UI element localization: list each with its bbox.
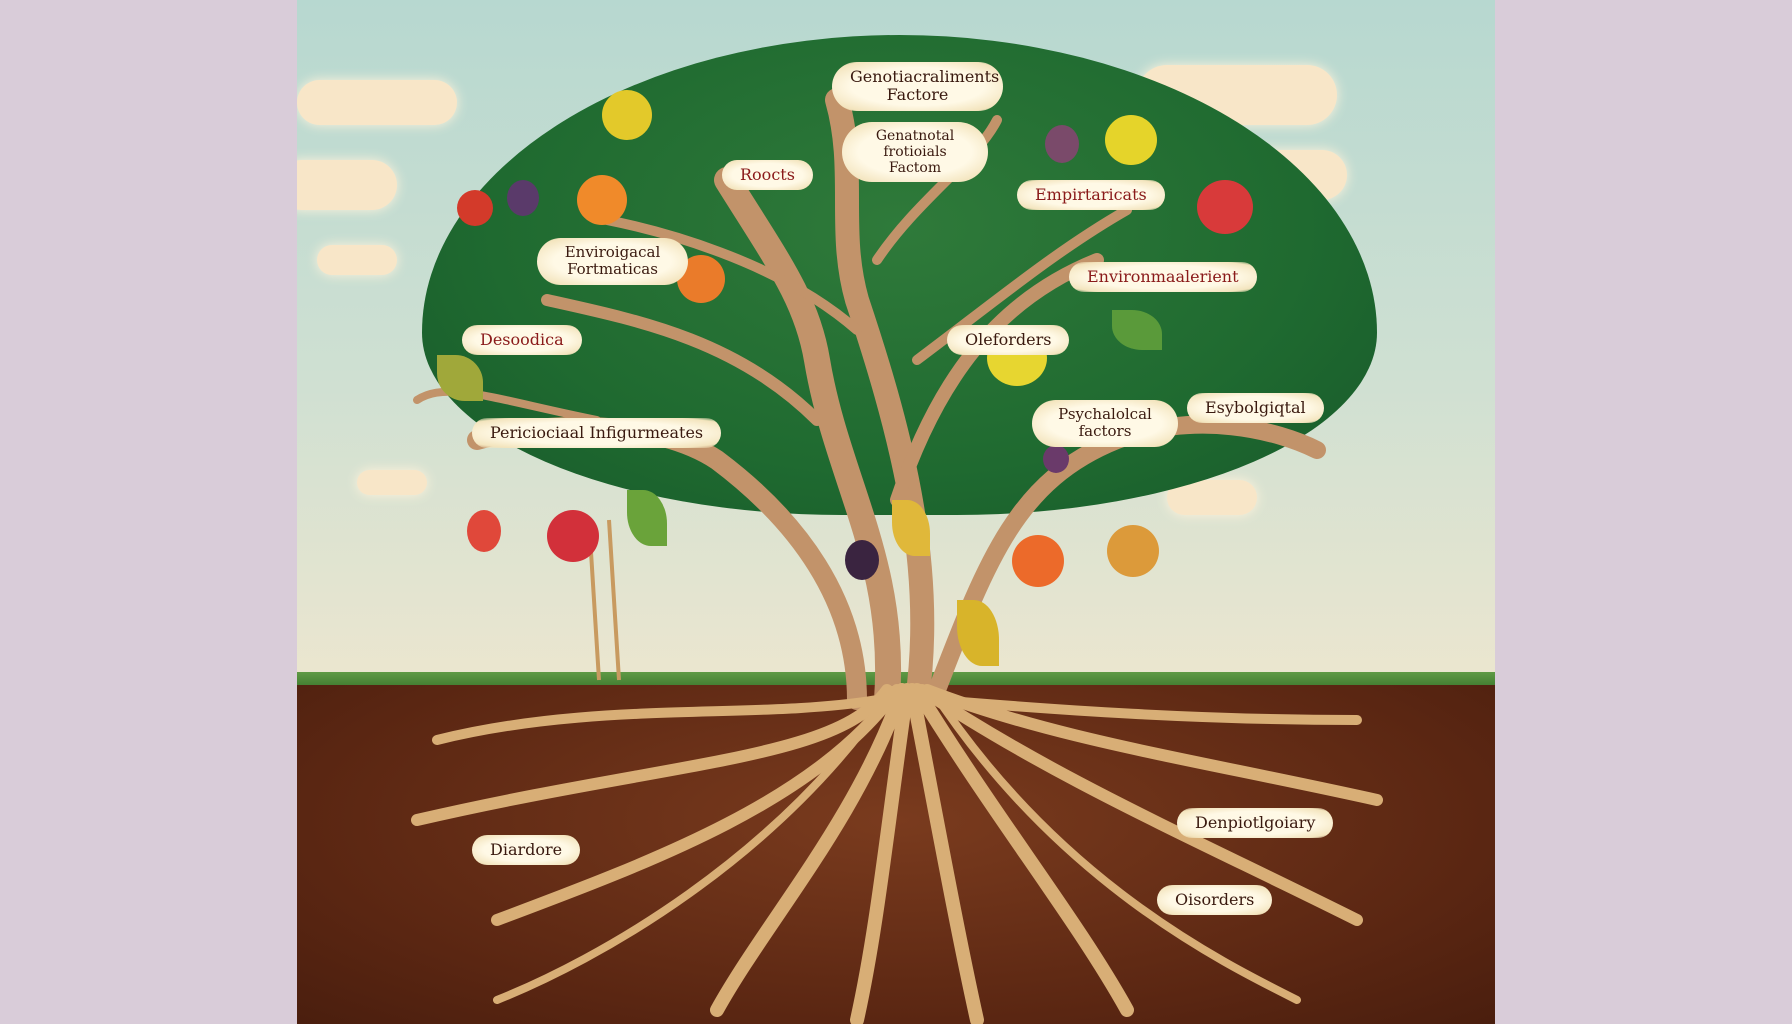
leaf-icon (1112, 310, 1162, 350)
apple-icon (1105, 115, 1157, 165)
beet-icon (507, 180, 539, 216)
label-desoodica: Desoodica (462, 325, 582, 356)
cloud (317, 245, 397, 275)
label-empirtaricats: Empirtaricats (1017, 180, 1165, 211)
label-roocts: Roocts (722, 160, 813, 191)
apple-icon (1012, 535, 1064, 587)
cloud (357, 470, 427, 495)
label-enviroigacal: Enviroigacal Fortmaticas (537, 238, 688, 285)
plum-icon (1045, 125, 1079, 163)
apple-icon (577, 175, 627, 225)
label-genatnotal: Genatnotal frotioials Factom (842, 122, 988, 183)
label-periciociaal: Periciociaal Infigurmeates (472, 418, 722, 449)
label-esybolgiqtal: Esybolgiqtal (1187, 393, 1324, 424)
cloud (297, 160, 397, 210)
label-psychalolcal: Psychalolcal factors (1032, 400, 1178, 447)
label-oisorders: Oisorders (1157, 885, 1273, 916)
label-denpiotlgoiary: Denpiotlgoiary (1177, 808, 1334, 839)
apple-icon (1107, 525, 1159, 577)
tree-trunk-and-roots (411, 88, 1383, 1024)
apple-icon (457, 190, 493, 226)
plum-icon (1043, 445, 1069, 473)
apple-icon (602, 90, 652, 140)
apple-icon (1197, 180, 1253, 234)
apple-icon (467, 510, 501, 552)
apple-icon (547, 510, 599, 562)
label-diardore: Diardore (472, 835, 581, 866)
cloud (297, 80, 457, 125)
label-environmaalerient: Environmaalerient (1069, 262, 1257, 293)
label-genotiacraliments: Genotiacraliments Factore (832, 62, 1003, 111)
illustration: Genotiacraliments Factore Genatnotal fro… (297, 0, 1495, 1024)
label-oleforders: Oleforders (947, 325, 1070, 356)
blackberry-icon (845, 540, 879, 580)
leaf-icon (437, 355, 483, 401)
